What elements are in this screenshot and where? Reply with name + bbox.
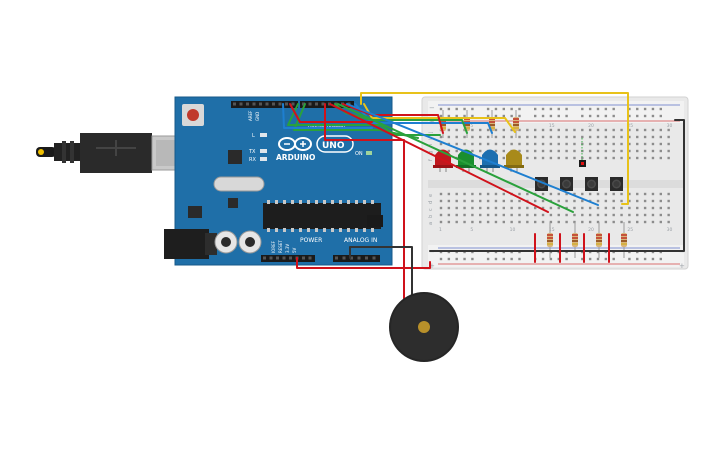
aref-label: AREF (248, 110, 253, 121)
rx-label: RX (249, 157, 256, 163)
rail-plus-right: + (679, 262, 685, 270)
column-number: 10 (510, 123, 516, 129)
led-blue[interactable] (480, 149, 500, 173)
digital-header (231, 101, 354, 108)
tx-label: TX (248, 149, 256, 155)
ioref-label: IOREF (271, 240, 276, 253)
wire-red-5v (296, 257, 431, 269)
wire-blue-diag (346, 103, 599, 206)
row-label: g (428, 151, 434, 154)
row-label: a (428, 222, 434, 225)
atmega-chip (263, 203, 381, 229)
led-resistor-4[interactable] (513, 110, 519, 138)
push-button-3[interactable] (585, 177, 598, 191)
wire-red-power (324, 103, 405, 326)
push-buttons[interactable] (535, 177, 623, 191)
wire-blue-left (282, 103, 373, 129)
rail-plus-bottom: + (429, 262, 435, 270)
uno-label: UNO (322, 141, 345, 151)
row-label: c (428, 208, 434, 211)
column-number: 30 (667, 123, 673, 129)
wire-green-left (287, 103, 441, 136)
power-label: POWER (300, 237, 322, 244)
v5-label: 5V (292, 247, 297, 253)
wire-red-left (289, 103, 373, 123)
wire-red-top (342, 103, 444, 134)
row-label: e (428, 194, 434, 197)
regulator (188, 206, 202, 218)
crystal-oscillator (213, 176, 265, 192)
on-led (366, 151, 372, 155)
wire-black-gnd (349, 246, 413, 326)
column-number: 5 (470, 123, 473, 129)
button-resistors[interactable] (547, 222, 627, 258)
wire-green-diag (337, 103, 574, 213)
column-number: 15 (549, 123, 555, 129)
wire-black-rail (429, 119, 685, 252)
v33-label: 3.3V (285, 244, 290, 253)
wire-blue-top (354, 103, 493, 134)
push-button-4[interactable] (610, 177, 623, 191)
row-label: f (428, 159, 434, 161)
column-number: 1 (439, 227, 442, 233)
piezo-buzzer[interactable] (389, 292, 459, 362)
column-number: 15 (549, 227, 555, 233)
column-number: 10 (510, 227, 516, 233)
column-number: 30 (667, 227, 673, 233)
tx-led (260, 149, 267, 153)
arduino-logo (278, 135, 354, 153)
row-label: i (428, 139, 434, 140)
dc-power-jack (164, 229, 209, 259)
arduino-label: ARDUINO (276, 153, 315, 162)
row-label: b (428, 215, 434, 218)
analog-label: ANALOG IN (344, 237, 377, 244)
icsp-header (367, 215, 383, 227)
rail-minus-top: − (429, 104, 435, 112)
reset-pin-label: RESET (278, 240, 283, 253)
on-label: ON (355, 151, 363, 157)
l-led (260, 133, 267, 137)
usb-chip (228, 150, 242, 164)
row-label: j (428, 132, 434, 134)
row-label: d (428, 201, 434, 204)
wires[interactable] (282, 92, 685, 326)
breadboard[interactable]: − + − + − + jihgfedcba115510101515202025… (421, 96, 689, 270)
l-label: L (252, 133, 255, 139)
push-button-2[interactable] (560, 177, 573, 191)
column-number: 25 (627, 227, 633, 233)
led-yellow[interactable] (504, 149, 524, 173)
wire-green-left-2 (293, 103, 419, 139)
column-number: 20 (588, 227, 594, 233)
power-analog-header (261, 255, 380, 262)
gnd-label: GND (255, 112, 260, 121)
wire-red-diag (329, 103, 549, 213)
wire-yellow-loop (360, 92, 629, 205)
column-number: 5 (470, 227, 473, 233)
column-number: 20 (588, 123, 594, 129)
column-number: 25 (627, 123, 633, 129)
rx-led (260, 157, 267, 161)
row-label: h (428, 144, 434, 147)
